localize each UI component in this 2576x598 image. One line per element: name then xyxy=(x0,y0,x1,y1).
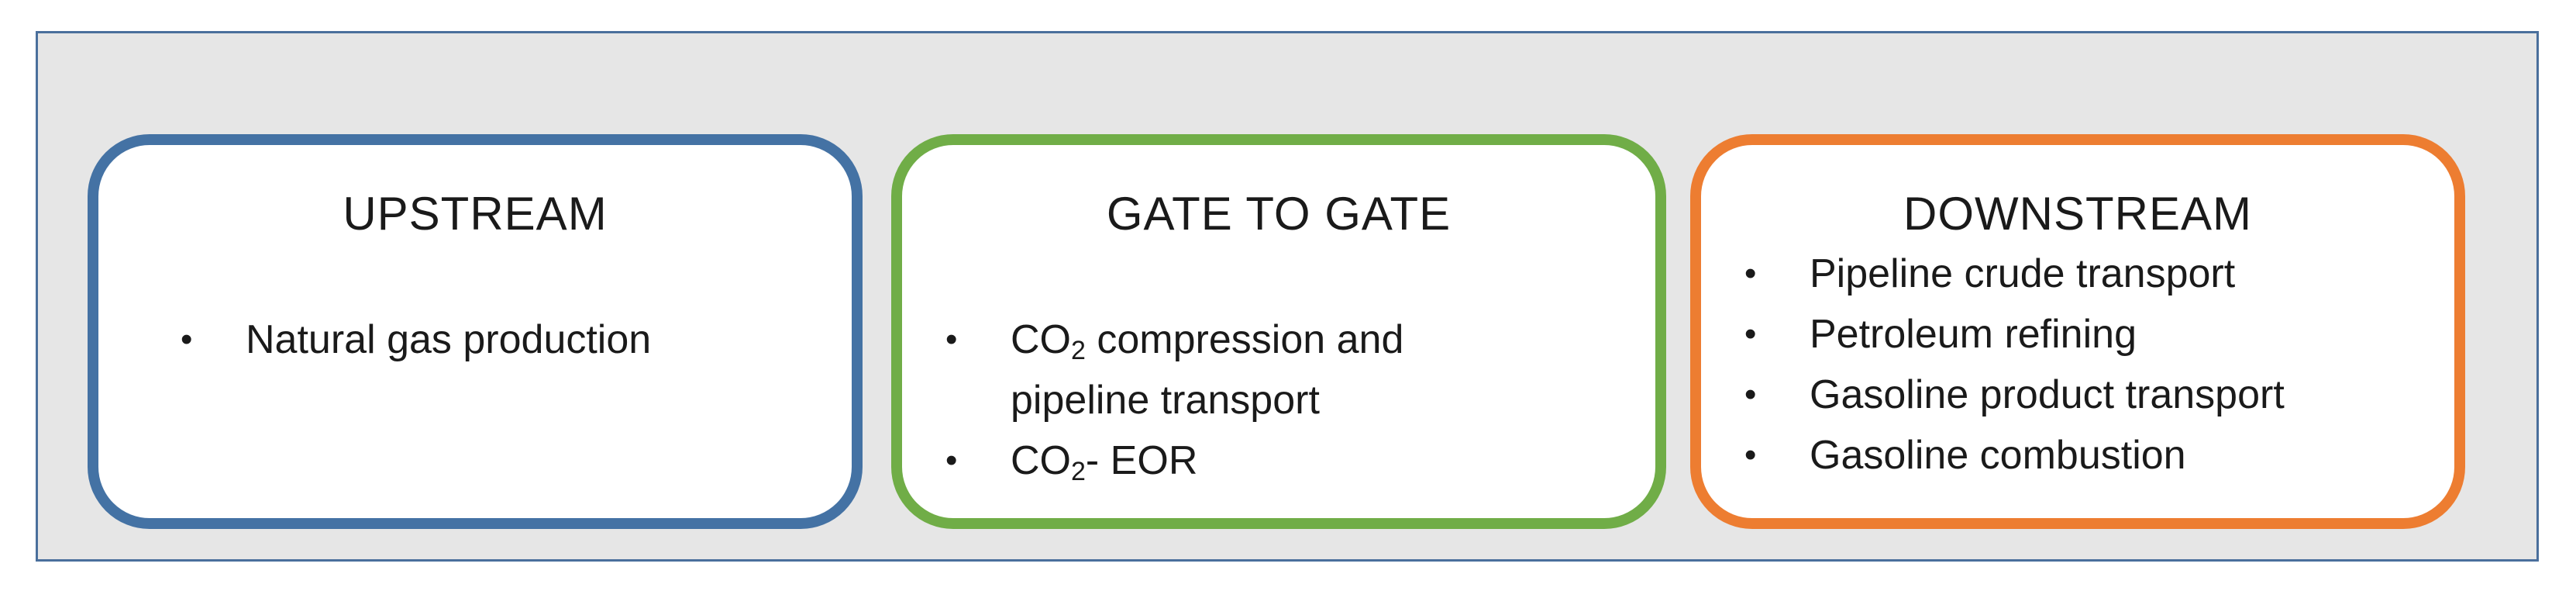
bullet-icon: • xyxy=(945,320,958,358)
upstream-title: UPSTREAM xyxy=(343,188,608,240)
gate-to-gate-box: GATE TO GATE • CO2 compression and pipel… xyxy=(891,134,1666,529)
downstream-item: • Petroleum refining xyxy=(1740,304,2285,365)
downstream-title: DOWNSTREAM xyxy=(1903,188,2252,240)
bullet-icon: • xyxy=(1744,254,1757,292)
bullet-icon: • xyxy=(1744,436,1757,474)
upstream-item: • Natural gas production xyxy=(176,309,651,370)
downstream-item: • Gasoline product transport xyxy=(1740,365,2285,425)
gate-item2-subscript: 2 xyxy=(1071,457,1086,486)
downstream-item-text: Petroleum refining xyxy=(1810,312,2137,357)
downstream-item-text: Gasoline product transport xyxy=(1810,372,2285,417)
bullet-icon: • xyxy=(181,320,193,358)
gate-item2-rest: - EOR xyxy=(1085,438,1198,483)
downstream-item: • Gasoline combustion xyxy=(1740,425,2285,486)
gate-item2-prefix: CO xyxy=(1011,438,1071,483)
gate-to-gate-item: • CO2- EOR xyxy=(941,430,1403,491)
bullet-icon: • xyxy=(945,441,958,479)
gate-item1-prefix: CO xyxy=(1011,317,1071,362)
gate-item1-rest: compression and xyxy=(1085,317,1404,362)
downstream-item-text: Pipeline crude transport xyxy=(1810,251,2236,296)
diagram-frame: UPSTREAM • Natural gas production GATE T… xyxy=(36,31,2539,562)
gate-to-gate-list: • CO2 compression and pipeline transport… xyxy=(941,309,1403,491)
gate-item1-line2: pipeline transport xyxy=(1011,378,1320,423)
gate-to-gate-title: GATE TO GATE xyxy=(1106,188,1452,240)
downstream-box: DOWNSTREAM • Pipeline crude transport • … xyxy=(1690,134,2465,529)
gate-to-gate-item: • CO2 compression and pipeline transport xyxy=(941,309,1403,430)
upstream-list: • Natural gas production xyxy=(176,309,651,370)
bullet-icon: • xyxy=(1744,315,1757,353)
downstream-list: • Pipeline crude transport • Petroleum r… xyxy=(1740,244,2285,486)
gate-item1-subscript: 2 xyxy=(1071,336,1086,365)
downstream-item: • Pipeline crude transport xyxy=(1740,244,2285,304)
upstream-item-text: Natural gas production xyxy=(246,317,652,362)
bullet-icon: • xyxy=(1744,375,1757,413)
downstream-item-text: Gasoline combustion xyxy=(1810,433,2186,478)
upstream-box: UPSTREAM • Natural gas production xyxy=(88,134,863,529)
